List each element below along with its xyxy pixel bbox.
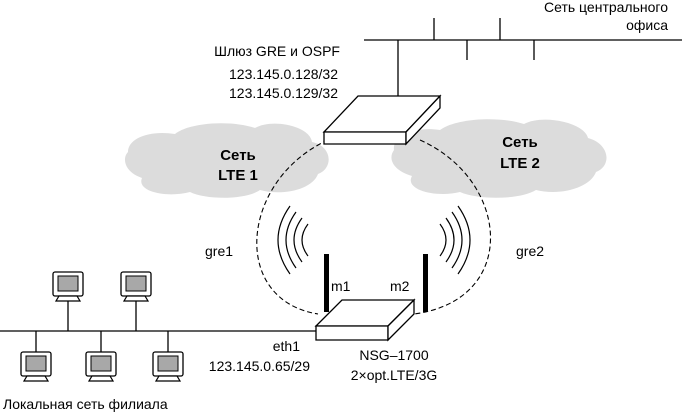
gateway-ip-1: 123.145.0.128/32: [229, 66, 338, 82]
router-interface-label: eth1: [273, 338, 300, 354]
cloud-lte2-label-line2: LTE 2: [500, 155, 540, 172]
antenna-m1-label: m1: [331, 278, 351, 294]
cloud-lte2: Сеть LTE 2: [391, 119, 607, 198]
cloud-lte1-label-line1: Сеть: [220, 147, 256, 164]
antenna-m2-label: m2: [390, 278, 410, 294]
router-option: 2×opt.LTE/3G: [351, 367, 438, 383]
router-model: NSG–1700: [359, 347, 428, 363]
branch-lan-network: eth1 123.145.0.65/29 Локальная сеть фили…: [0, 330, 316, 412]
cloud-lte1-label-line2: LTE 1: [218, 167, 258, 184]
workstation-icon: [20, 331, 52, 382]
workstation-icon: [120, 271, 152, 331]
workstation-icon: [85, 331, 117, 382]
branch-lan-label: Локальная сеть филиала: [3, 396, 168, 412]
gateway-device: Шлюз GRE и OSPF 123.145.0.128/32 123.145…: [214, 43, 442, 146]
router-ip-label: 123.145.0.65/29: [209, 358, 310, 374]
gateway-ip-2: 123.145.0.129/32: [229, 85, 338, 101]
tunnel-gre2-label: gre2: [516, 243, 544, 259]
radio-waves-right: [439, 205, 471, 275]
tunnel-gre2: [413, 139, 491, 315]
workstation-icon: [152, 331, 184, 382]
antenna-m2: [423, 254, 428, 312]
gre-tunnels: gre1 gre2: [205, 139, 544, 315]
radio-waves-left: [277, 205, 309, 275]
gateway-title: Шлюз GRE и OSPF: [214, 43, 340, 59]
central-office-network: Сеть центрального офиса: [364, 0, 682, 104]
antenna-m1: [324, 254, 329, 312]
cloud-lte1: Сеть LTE 1: [124, 123, 329, 198]
workstation-icon: [52, 271, 84, 331]
tunnel-gre1-label: gre1: [205, 243, 233, 259]
router-nsg1700: m1 m2 NSG–1700 2×opt.LTE/3G: [314, 254, 438, 383]
workstations: [20, 271, 184, 382]
central-office-label-line2: офиса: [626, 17, 668, 33]
cloud-lte2-label-line1: Сеть: [502, 134, 538, 151]
tunnel-gre1: [256, 139, 329, 315]
central-office-label-line1: Сеть центрального: [544, 0, 668, 15]
